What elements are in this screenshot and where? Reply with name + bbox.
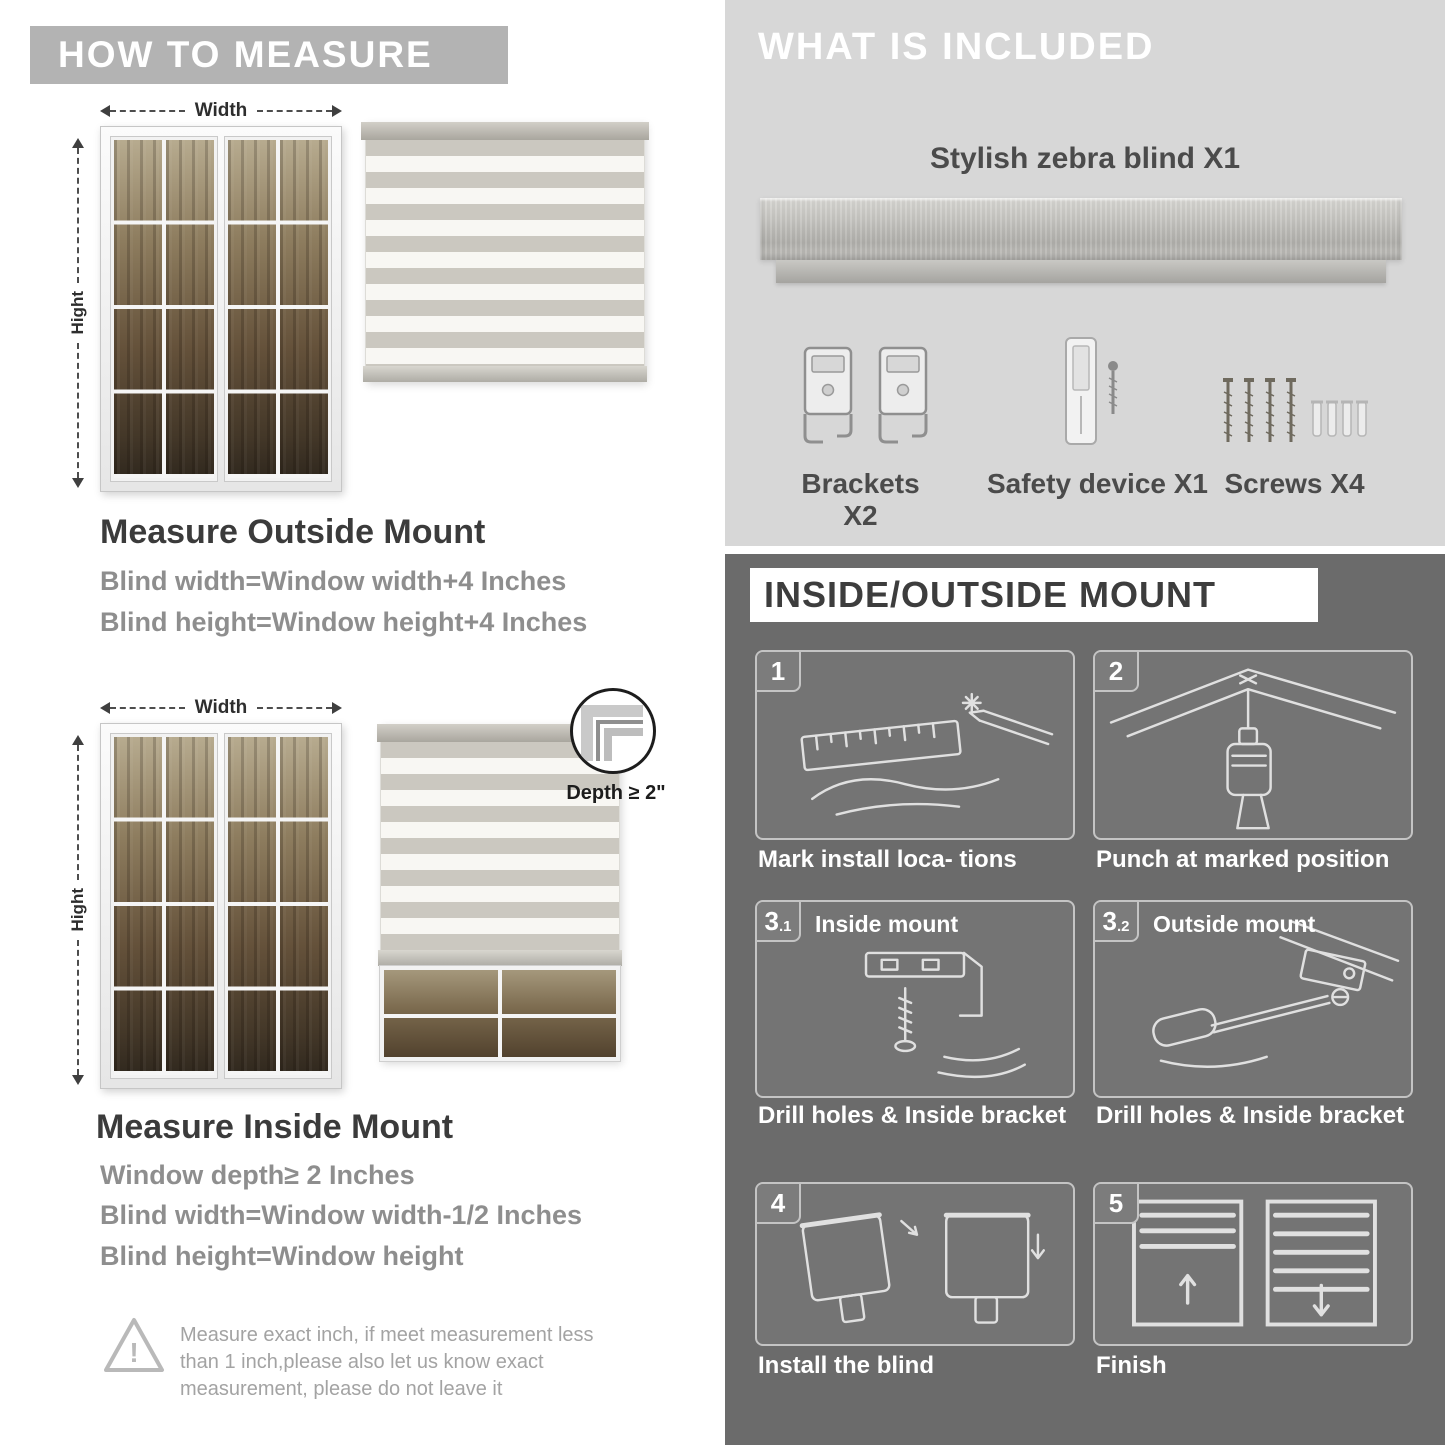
blind-bottom-rail [363, 366, 647, 382]
window-sash [224, 136, 332, 482]
width-arrow-outside: Width [100, 100, 342, 121]
arrow-up-icon [72, 735, 84, 745]
step-number-sub: .1 [778, 917, 792, 935]
safety-device-label: Safety device X1 [986, 468, 1209, 499]
depth-label: Depth ≥ 2" [566, 782, 666, 804]
height-label-inside: Hight [68, 888, 87, 932]
arrow-up-icon [72, 138, 84, 148]
step-box-2: 2 [1093, 650, 1413, 840]
blind-cassette [361, 122, 649, 140]
bracket-icon [878, 346, 928, 444]
window-sash [110, 733, 218, 1079]
warning-text: Measure exact inch, if meet measurement … [180, 1324, 594, 1400]
step-number-text: 3 [764, 905, 779, 936]
window-sash [110, 136, 218, 482]
safety-device-icon [1065, 337, 1118, 445]
step-number-sub: .2 [1116, 917, 1130, 935]
arrow-down-icon [72, 478, 84, 488]
blind-stripes [380, 742, 620, 950]
svg-text:!: ! [129, 1337, 138, 1368]
outside-bracket-illustration [1152, 920, 1400, 1068]
inside-bracket-illustration [864, 951, 1026, 1079]
outside-mount-line-2: Blind height=Window height+4 Inches [100, 607, 588, 637]
how-to-measure-header: HOW TO MEASURE [30, 26, 508, 84]
arrow-dash [77, 148, 79, 284]
window-through-view [379, 965, 621, 1062]
step-number: 1 [757, 652, 801, 692]
depth-callout-circle [570, 688, 656, 774]
arrow-dash [77, 745, 79, 881]
height-arrow-inside: Hight [68, 735, 87, 1085]
step-box-3-2: 3.2 Outside mount [1093, 900, 1413, 1098]
step-number: 3.1 [757, 902, 801, 942]
blind-stripes [365, 140, 645, 366]
step-caption-5: Finish [1096, 1352, 1167, 1379]
install-blind-illustration [799, 1212, 1045, 1324]
step-number: 3.2 [1095, 902, 1139, 942]
arrow-left-icon [100, 105, 110, 117]
inside-mount-line-3: Blind height=Window height [100, 1241, 464, 1271]
blind-headrail-illustration [760, 198, 1402, 260]
finish-illustration [1132, 1199, 1377, 1327]
step-number-text: 5 [1108, 1187, 1124, 1218]
height-arrow-outside: Hight [68, 138, 87, 488]
width-label-inside: Width [194, 697, 248, 718]
inside-mount-line-2: Blind width=Window width-1/2 Inches [100, 1200, 583, 1230]
step-number-text: 3 [1102, 905, 1117, 936]
arrow-dash [110, 110, 185, 112]
step-caption-3-2: Drill holes & Inside bracket [1096, 1102, 1405, 1129]
zebra-blind-illustration-outside [361, 122, 649, 382]
step-caption-1: Mark install loca- tions [758, 846, 1017, 873]
arrow-dash [257, 110, 332, 112]
step-title-inside-mount: Inside mount [815, 911, 959, 937]
arrow-right-icon [332, 105, 342, 117]
step-caption-3-1: Drill holes & Inside bracket [758, 1102, 1067, 1129]
width-arrow-inside: Width [100, 697, 342, 718]
step-number: 5 [1095, 1184, 1139, 1224]
zebra-blind-illustration-inside [377, 724, 623, 1062]
window-illustration-inside [100, 723, 342, 1089]
inside-mount-title: Measure Inside Mount [96, 1108, 454, 1146]
step-number-text: 2 [1108, 655, 1124, 686]
mark-location-illustration [800, 692, 1054, 816]
outside-mount-title: Measure Outside Mount [100, 513, 486, 551]
zebra-blind-label: Stylish zebra blind X1 [929, 142, 1241, 175]
step-number-text: 4 [770, 1187, 786, 1218]
step-box-3-1: 3.1 Inside mount [755, 900, 1075, 1098]
what-is-included-header: WHAT IS INCLUDED [758, 26, 1155, 68]
blind-bottom-rail [378, 950, 622, 966]
outside-mount-line-1: Blind width=Window width+4 Inches [100, 566, 567, 596]
blind-headrail-strip [776, 260, 1386, 283]
window-corner-detail-icon [581, 705, 643, 761]
arrow-down-icon [72, 1075, 84, 1085]
drill-ceiling-illustration [1109, 668, 1397, 830]
bracket-icon [803, 346, 853, 444]
arrow-right-icon [332, 702, 342, 714]
arrow-dash [77, 342, 79, 478]
window-sash [224, 733, 332, 1079]
step-number: 2 [1095, 652, 1139, 692]
step-caption-4: Install the blind [758, 1352, 935, 1379]
step-box-4: 4 [755, 1182, 1075, 1346]
step-caption-2: Punch at marked position [1096, 846, 1390, 873]
step-box-5: 5 [1093, 1182, 1413, 1346]
mount-header: INSIDE/OUTSIDE MOUNT [750, 568, 1318, 622]
step-title-outside-mount: Outside mount [1153, 911, 1316, 937]
blind-cassette [377, 724, 623, 742]
width-label-outside: Width [194, 100, 248, 121]
step-box-1: 1 [755, 650, 1075, 840]
step-number: 4 [757, 1184, 801, 1224]
window-illustration-outside [100, 126, 342, 492]
screws-label: Screws X4 [1224, 468, 1365, 499]
brackets-label: Brackets X2 [801, 468, 920, 531]
screws-icon [1223, 378, 1368, 442]
warning-icon: ! [104, 1318, 164, 1372]
inside-mount-line-1: Window depth≥ 2 Inches [100, 1160, 415, 1190]
height-label-outside: Hight [68, 291, 87, 335]
arrow-dash [110, 707, 185, 709]
step-number-text: 1 [770, 655, 786, 686]
arrow-dash [257, 707, 332, 709]
arrow-left-icon [100, 702, 110, 714]
arrow-dash [77, 939, 79, 1075]
